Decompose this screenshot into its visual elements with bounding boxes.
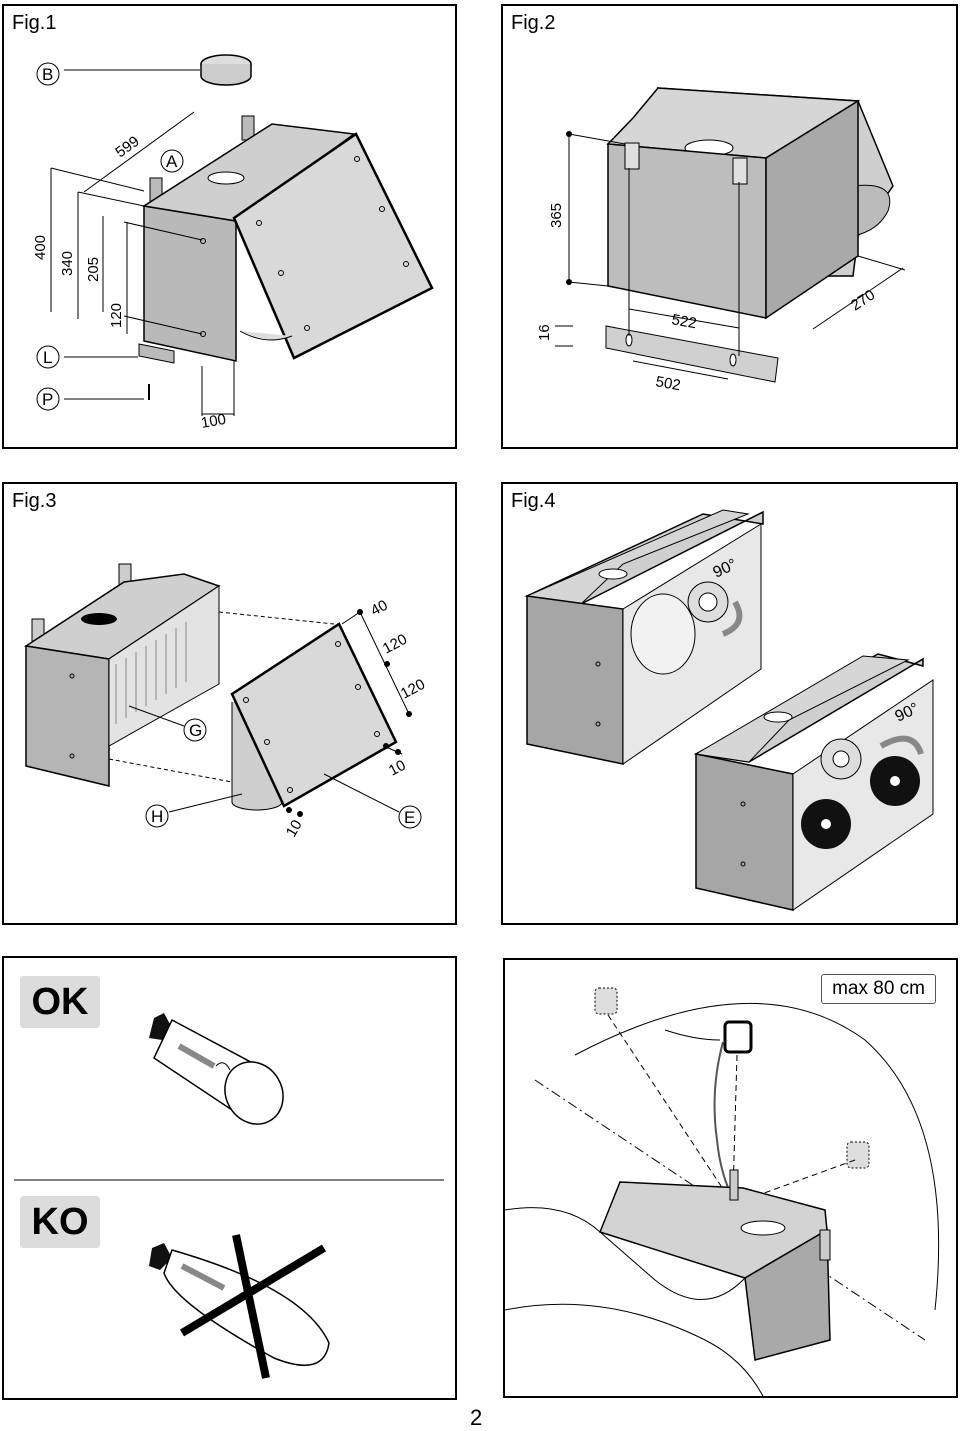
fig3-letter-e: E [404, 808, 415, 827]
fig2-dim-522: 522 [670, 311, 698, 332]
fig4-drawing: 90° 90° [524, 509, 934, 911]
ok-badge: OK [20, 976, 100, 1028]
cable-panel: max 80 cm [503, 958, 958, 1398]
fig4-label: Fig.4 [511, 490, 556, 512]
fig2-label: Fig.2 [511, 12, 556, 34]
fig1-dim-120: 120 [108, 303, 125, 328]
fig3-letter-g: G [189, 721, 202, 740]
fig1-letter-a: A [166, 152, 178, 171]
lamp-ok-icon [149, 1013, 284, 1125]
fig1-letter-p: P [42, 390, 53, 409]
fig2-drawing: 365 16 522 270 502 [536, 87, 906, 394]
page-number: 2 [470, 1405, 483, 1430]
fig3-dim-40: 40 [368, 597, 391, 620]
fig3-dim-120b: 120 [398, 676, 428, 703]
fig1-dim-400: 400 [32, 235, 49, 260]
fig2-dim-16: 16 [536, 324, 553, 341]
fig2-dim-270: 270 [848, 286, 878, 314]
fig2-dim-502: 502 [654, 373, 682, 394]
fig2-panel: Fig.2 365 16 522 270 5 [501, 4, 958, 449]
fig3-dim-10b: 10 [283, 817, 306, 840]
socket-icon [723, 1020, 753, 1054]
socket-icon [846, 1141, 870, 1169]
lamp-ko-icon [149, 1234, 330, 1379]
fig3-panel: Fig.3 [2, 482, 457, 925]
fig3-drawing: G H E 40 120 120 10 10 [23, 563, 428, 840]
fig1-letter-b: B [42, 65, 53, 84]
socket-icon [594, 987, 618, 1015]
ko-badge: KO [20, 1196, 100, 1248]
fig3-dim-120a: 120 [380, 631, 410, 658]
fig1-dim-100: 100 [200, 411, 228, 432]
lamp-panel: OK KO [2, 956, 457, 1400]
max-length-label: max 80 cm [821, 974, 936, 1004]
fig1-letter-l: L [43, 348, 52, 367]
fig1-dim-340: 340 [59, 251, 76, 276]
lamp-drawing [14, 1013, 444, 1379]
fig1-dim-599: 599 [112, 133, 142, 161]
fig1-panel: Fig.1 [2, 4, 457, 449]
fig2-dim-365: 365 [548, 203, 565, 228]
fig1-drawing: B A L P 599 400 340 205 120 100 [32, 54, 434, 432]
fig3-letter-h: H [151, 807, 163, 826]
fig1-label: Fig.1 [12, 12, 57, 34]
fig1-dim-205: 205 [85, 257, 102, 282]
fig3-label: Fig.3 [12, 490, 57, 512]
cable-drawing [505, 987, 940, 1396]
fig3-dim-10a: 10 [386, 757, 409, 780]
fig4-panel: Fig.4 90° 90° [501, 482, 958, 925]
